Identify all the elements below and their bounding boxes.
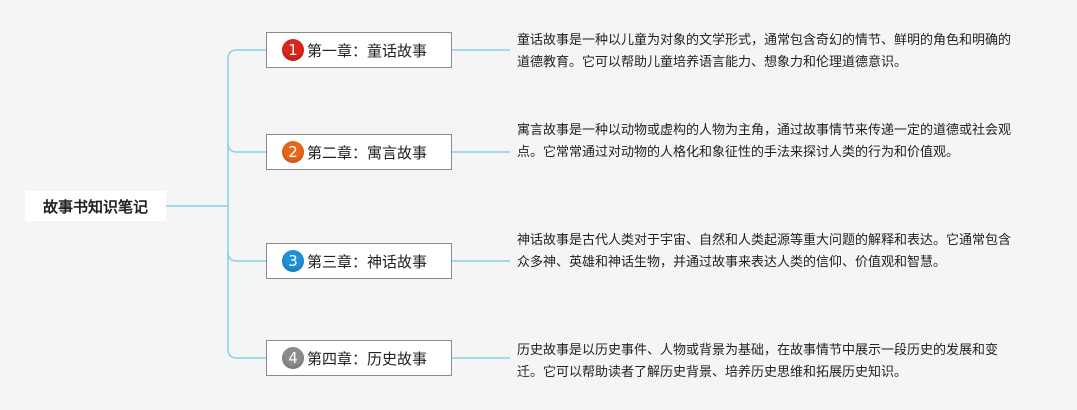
chapter-description-1: 童话故事是一种以儿童为对象的文学形式，通常包含奇幻的情节、鲜明的角色和明确的道德… xyxy=(517,33,1012,70)
connector-trunk xyxy=(227,49,238,359)
connector-branch-2 xyxy=(227,142,266,153)
chapter-number-badge: 1 xyxy=(282,39,304,61)
chapter-number-badge: 4 xyxy=(282,347,304,369)
root-topic[interactable]: 故事书知识笔记 xyxy=(25,191,166,221)
chapter-number-badge: 3 xyxy=(282,250,304,272)
chapter-node-2[interactable]: 2 第二章：寓言故事 xyxy=(266,134,452,170)
chapter-description-3: 神话故事是古代人类对于宇宙、自然和人类起源等重大问题的解释和表达。它通常包含众多… xyxy=(517,233,1012,270)
chapter-node-4[interactable]: 4 第四章：历史故事 xyxy=(266,340,452,376)
chapter-node-1[interactable]: 1 第一章：童话故事 xyxy=(266,32,452,68)
connector-branch-3 xyxy=(227,251,266,262)
chapter-label: 第四章：历史故事 xyxy=(307,349,428,368)
chapter-label: 第一章：童话故事 xyxy=(307,41,428,60)
chapter-label: 第三章：神话故事 xyxy=(307,252,428,271)
chapter-label: 第二章：寓言故事 xyxy=(307,143,428,162)
chapter-node-3[interactable]: 3 第三章：神话故事 xyxy=(266,243,452,279)
root-topic-label: 故事书知识笔记 xyxy=(42,197,148,216)
chapter-number-badge: 2 xyxy=(282,141,304,163)
chapter-description-2: 寓言故事是一种以动物或虚构的人物为主角，通过故事情节来传递一定的道德或社会观点。… xyxy=(517,123,1012,160)
chapter-description-4: 历史故事是以历史事件、人物或背景为基础，在故事情节中展示一段历史的发展和变迁。它… xyxy=(517,343,999,380)
